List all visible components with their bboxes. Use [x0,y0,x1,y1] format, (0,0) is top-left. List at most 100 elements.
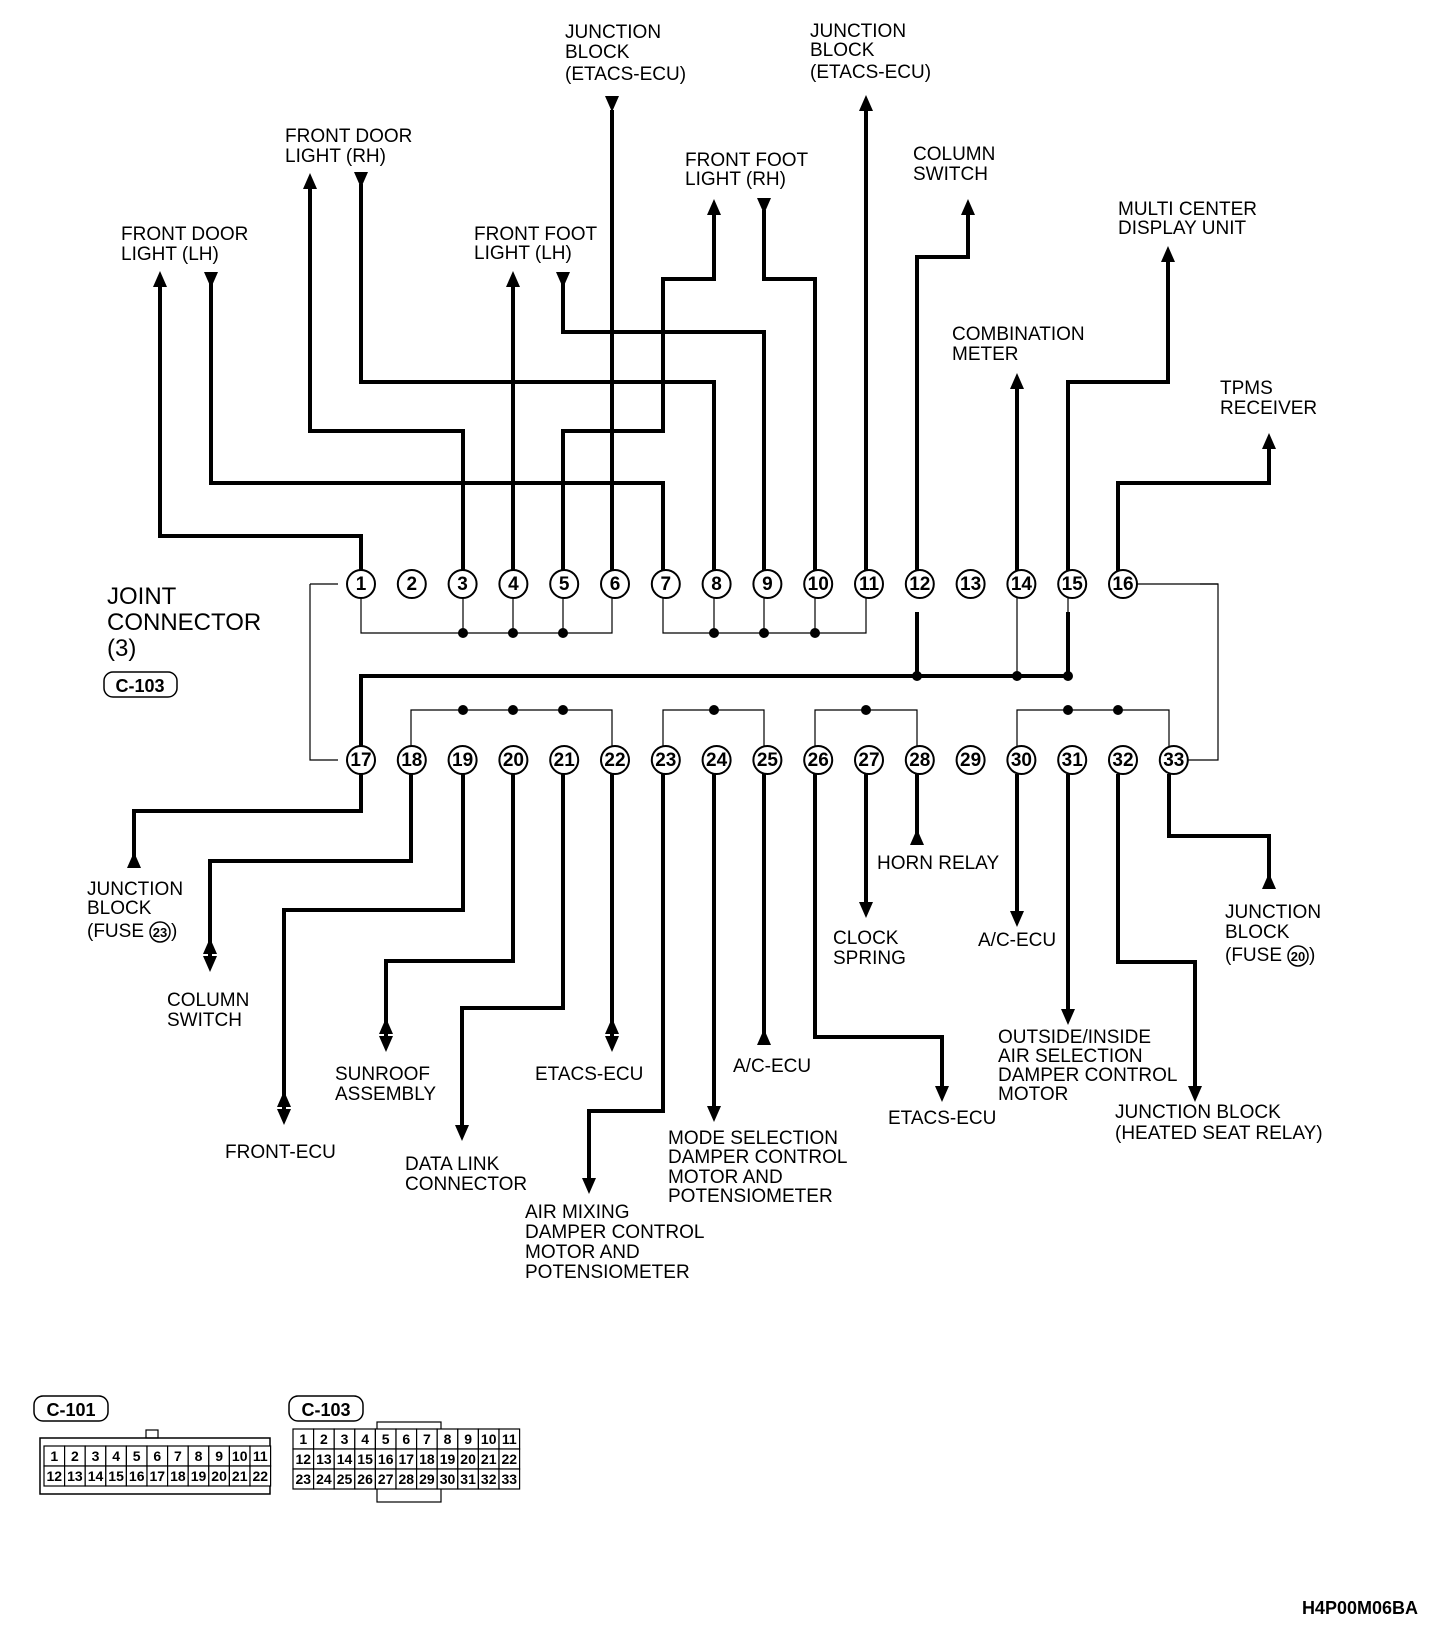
arrow-double [605,1018,619,1052]
combination-meter-1: COMBINATION [952,324,1085,345]
arrow-up [303,173,317,189]
pin-number: 17 [350,750,371,771]
cell-5: 5 [125,1445,148,1467]
cell-number: 8 [444,1431,452,1447]
cell-25: 25 [333,1468,356,1490]
cell-33: 33 [498,1468,521,1490]
pin-14: 14 [1006,569,1037,599]
cell-11: 11 [498,1428,521,1450]
air-mixing-1: AIR MIXING [525,1202,630,1223]
pin-number: 20 [503,750,524,771]
cell-number: 12 [47,1468,63,1484]
cell-number: 9 [215,1448,223,1464]
cell-7: 7 [416,1428,438,1450]
cell-number: 12 [296,1451,312,1467]
internal-jumpers [360,598,1170,746]
pin-8: 8 [701,569,732,599]
pin-26: 26 [803,745,834,775]
cell-number: 17 [150,1468,166,1484]
cell-number: 4 [112,1448,120,1464]
fuse20-suffix: ) [1309,945,1315,966]
outside-inside-3: DAMPER CONTROL [998,1065,1177,1086]
pin-24: 24 [701,745,732,775]
pin-number: 7 [661,574,672,595]
pin-25: 25 [752,745,783,775]
cell-number: 22 [502,1451,518,1467]
arrow-down [859,902,873,918]
fuse23-number: 23 [153,925,167,940]
arrow-double [203,938,217,972]
cell-10: 10 [477,1428,500,1450]
arrow-up [1262,873,1276,889]
cell-3: 3 [333,1428,356,1450]
cell-20: 20 [457,1448,479,1470]
cell-number: 21 [481,1451,497,1467]
air-mixing-3: MOTOR AND [525,1242,640,1263]
pin-2: 2 [396,569,427,599]
pin-10: 10 [803,569,834,599]
cell-6: 6 [395,1428,418,1450]
cell-number: 11 [253,1448,268,1464]
pin-number: 26 [808,750,829,771]
pin-number: 27 [858,750,879,771]
fuse23-prefix: (FUSE [87,921,144,942]
pin-7: 7 [650,569,681,599]
pin-number: 25 [757,750,779,771]
pin-9: 9 [752,569,783,599]
cell-number: 4 [361,1431,369,1447]
cell-number: 14 [337,1451,353,1467]
arrow-up [1010,373,1024,389]
pin-number: 16 [1112,574,1133,595]
pin-28: 28 [904,745,935,775]
mode-selection-3: MOTOR AND [668,1167,783,1188]
cell-number: 31 [460,1471,476,1487]
outside-inside-2: AIR SELECTION [998,1046,1143,1067]
cell-number: 21 [232,1468,248,1484]
pin-number: 1 [356,574,367,595]
arrow-down [757,198,771,214]
cell-11: 11 [249,1445,272,1467]
data-link-2: CONNECTOR [405,1174,527,1195]
cell-5: 5 [374,1428,397,1450]
cell-number: 2 [71,1448,79,1464]
cell-number: 8 [195,1448,203,1464]
outside-inside-1: OUTSIDE/INSIDE [998,1027,1151,1048]
cell-22: 22 [498,1448,521,1470]
arrow-up [961,199,975,215]
pin-number: 32 [1112,750,1133,771]
arrow-down [1061,1009,1075,1025]
arrow-down [204,272,218,288]
arrowheads [127,95,1276,1194]
arrow-down [354,172,368,188]
pin-number: 28 [909,750,930,771]
connector-code: C-103 [115,676,164,696]
title-line-3: (3) [107,635,136,662]
pin-1: 1 [346,569,376,599]
pin-number: 3 [457,574,468,595]
pin-18: 18 [396,745,427,775]
cell-15: 15 [354,1448,376,1470]
jb-etacs-b-1: JUNCTION [810,21,906,42]
pin-number: 18 [401,750,422,771]
cell-number: 2 [320,1431,328,1447]
cell-9: 9 [208,1445,231,1467]
cell-number: 19 [191,1468,207,1484]
pin-number: 22 [604,750,625,771]
cell-number: 7 [423,1431,431,1447]
cell-number: 14 [88,1468,104,1484]
pin-number: 30 [1011,750,1032,771]
pin-number: 15 [1062,574,1084,595]
cell-number: 16 [378,1451,394,1467]
pin-number: 31 [1062,750,1084,771]
cell-26: 26 [354,1468,376,1490]
arrow-up [910,829,924,845]
arrow-up [1161,246,1175,262]
cell-number: 20 [211,1468,227,1484]
arrow-down [935,1086,949,1102]
cell-number: 11 [502,1431,517,1447]
pin-number: 21 [554,750,576,771]
pin-22: 22 [600,745,630,775]
cell-18: 18 [416,1448,438,1470]
